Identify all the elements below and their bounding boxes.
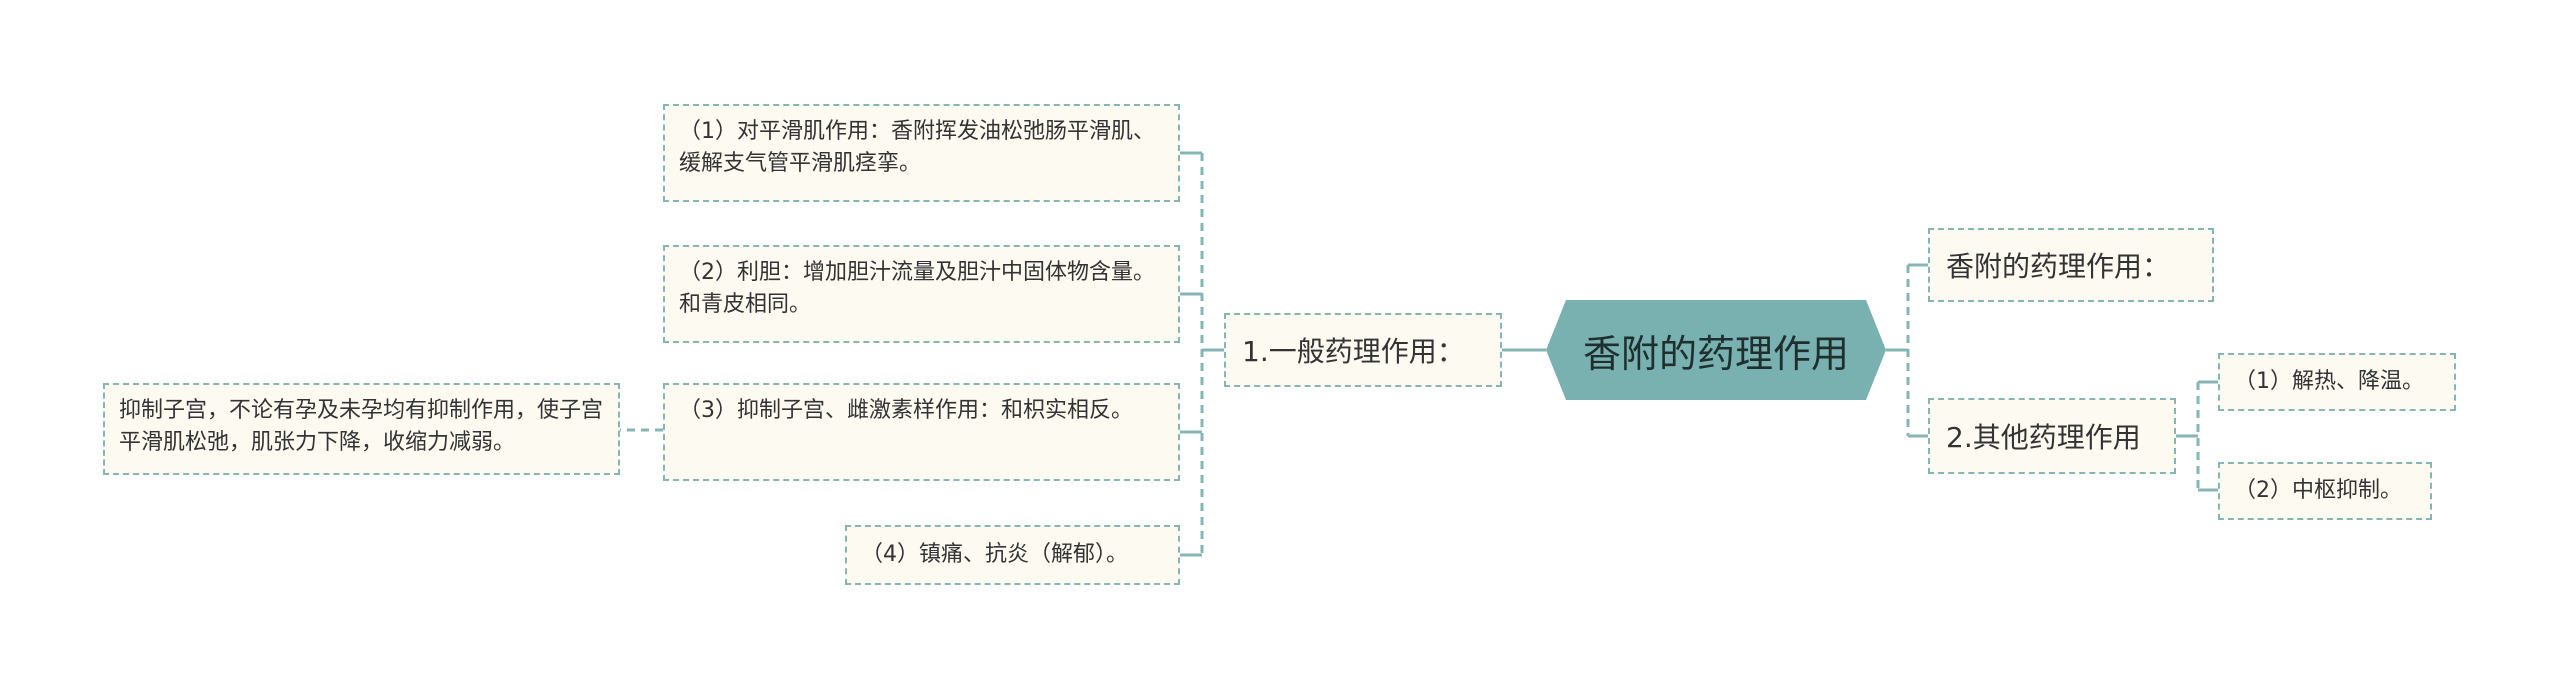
branch-general-pharmacology[interactable]: 1.一般药理作用：	[1224, 313, 1502, 387]
root-label: 香附的药理作用	[1582, 331, 1849, 376]
item-antipyretic[interactable]: （1）解热、降温。	[2218, 353, 2456, 411]
root-node[interactable]: 香附的药理作用	[1546, 300, 1886, 400]
detail-label: 抑制子宫，不论有孕及未孕均有抑制作用，使子宫平滑肌松弛，肌张力下降，收缩力减弱。	[119, 398, 604, 455]
item-label: （3）抑制子宫、雌激素样作用：和枳实相反。	[679, 398, 1133, 423]
item-analgesic[interactable]: （4）镇痛、抗炎（解郁）。	[845, 525, 1180, 585]
branch-label: 1.一般药理作用：	[1242, 335, 1465, 368]
right-title-label: 香附的药理作用：	[1946, 250, 2171, 283]
branch-label: 2.其他药理作用	[1946, 421, 2141, 454]
item-label: （1）解热、降温。	[2234, 369, 2424, 394]
item-label: （1）对平滑肌作用：香附挥发油松弛肠平滑肌、缓解支气管平滑肌痉挛。	[679, 119, 1155, 176]
item-uterus-estrogen[interactable]: （3）抑制子宫、雌激素样作用：和枳实相反。	[663, 383, 1180, 481]
branch-other-pharmacology[interactable]: 2.其他药理作用	[1928, 398, 2176, 474]
item-label: （2）中枢抑制。	[2234, 478, 2402, 503]
right-title-node[interactable]: 香附的药理作用：	[1928, 228, 2214, 302]
root-hexagon-shape	[1546, 300, 1886, 400]
item-choleretic[interactable]: （2）利胆：增加胆汁流量及胆汁中固体物含量。和青皮相同。	[663, 245, 1180, 343]
item-cns-inhibition[interactable]: （2）中枢抑制。	[2218, 462, 2432, 520]
item-smooth-muscle[interactable]: （1）对平滑肌作用：香附挥发油松弛肠平滑肌、缓解支气管平滑肌痉挛。	[663, 104, 1180, 202]
detail-uterus-inhibition[interactable]: 抑制子宫，不论有孕及未孕均有抑制作用，使子宫平滑肌松弛，肌张力下降，收缩力减弱。	[103, 383, 620, 475]
item-label: （4）镇痛、抗炎（解郁）。	[861, 542, 1128, 567]
item-label: （2）利胆：增加胆汁流量及胆汁中固体物含量。和青皮相同。	[679, 260, 1155, 317]
